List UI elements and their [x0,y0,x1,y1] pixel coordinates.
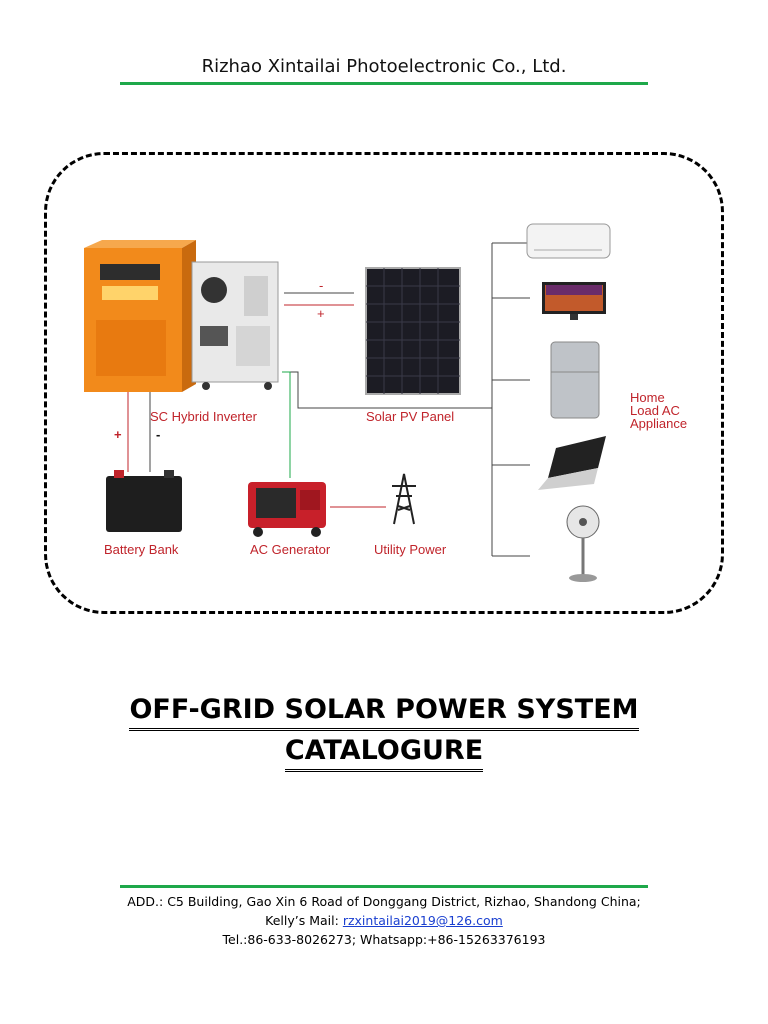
title-line-1: OFF-GRID SOLAR POWER SYSTEM [129,692,639,731]
solar-panel-label: Solar PV Panel [366,409,454,424]
email-link[interactable]: rzxintailai2019@126.com [342,913,503,928]
home-label-line1: Home [630,390,665,405]
laptop-image [538,436,606,490]
positive-terminal-label: + [317,306,325,321]
title-line-2: CATALOGURE [284,733,484,772]
generator-label: AC Generator [250,542,331,557]
diagram-frame [44,152,724,614]
mail-line: Kelly’s Mail: rzxintailai2019@126.com [0,911,768,930]
footer-divider [120,885,648,888]
refrigerator-image [550,341,600,419]
company-name: Rizhao Xintailai Photoelectronic Co., Lt… [201,56,567,77]
battery-negative-label: - [156,427,160,442]
inverter-label: SC Hybrid Inverter [150,409,258,424]
fan-image [566,505,600,582]
catalogue-title: OFF-GRID SOLAR POWER SYSTEM CATALOGURE [0,690,768,772]
header-divider [120,82,648,85]
television-image [542,282,606,320]
utility-tower-icon [392,473,416,525]
utility-label: Utility Power [374,542,447,557]
address-line: ADD.: C5 Building, Gao Xin 6 Road of Don… [127,894,641,909]
home-label-line3: Appliance [630,416,687,431]
air-conditioner-image [526,223,611,259]
phone-line: Tel.:86-633-8026273; Whatsapp:+86-152633… [222,932,546,947]
generator-image [248,482,326,537]
home-label-line2: Load AC [630,403,680,418]
battery-positive-label: + [114,427,122,442]
battery-label: Battery Bank [104,542,179,557]
mail-label: Kelly’s Mail: [265,913,343,928]
inverter-back-image [191,261,279,390]
battery-image [106,470,182,532]
footer-contact: ADD.: C5 Building, Gao Xin 6 Road of Don… [0,892,768,949]
wiring [127,242,530,557]
solar-panel-image [365,267,461,395]
negative-terminal-label: - [319,278,323,293]
hybrid-inverter-image [84,240,196,392]
